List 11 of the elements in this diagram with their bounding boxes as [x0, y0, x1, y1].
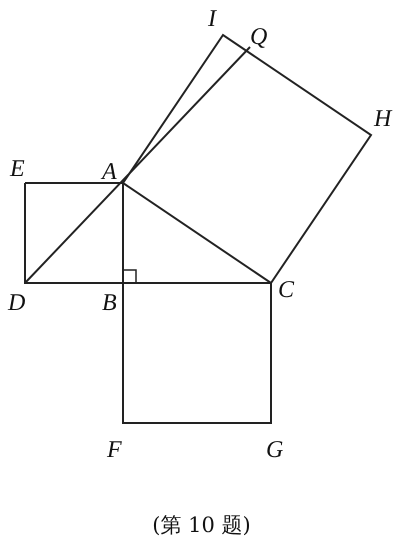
point-label: D	[8, 291, 26, 315]
point-label: A	[102, 160, 117, 184]
point-label: Q	[250, 25, 268, 49]
point-label: C	[278, 278, 294, 302]
caption: (第 10 题)	[152, 512, 251, 538]
point-label: E	[10, 157, 25, 181]
point-label: I	[208, 7, 216, 31]
point-label: H	[374, 107, 392, 131]
point-label: B	[102, 291, 117, 315]
point-label: G	[266, 438, 284, 462]
point-label: F	[107, 438, 122, 462]
